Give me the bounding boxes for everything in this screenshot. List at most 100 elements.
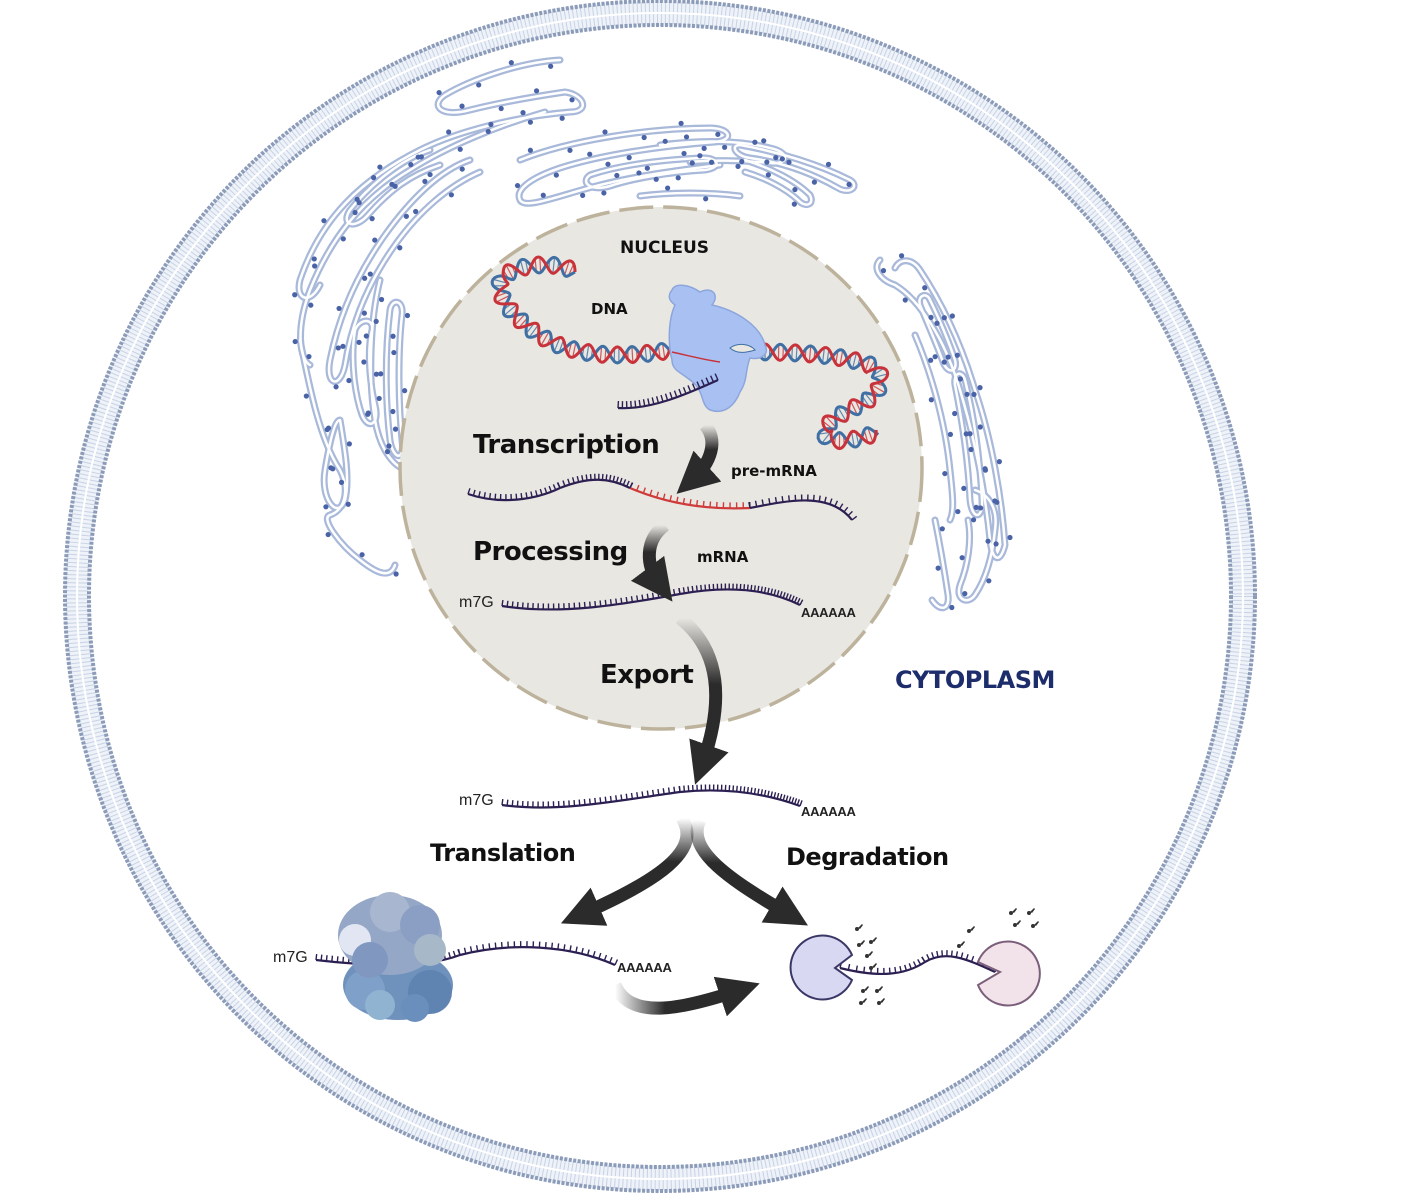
- er-ribosome-dot: [325, 425, 332, 431]
- er-ribosome-dot: [323, 504, 329, 510]
- er-ribosome-dot: [846, 181, 852, 188]
- er-ribosome-dot: [369, 216, 375, 222]
- nucleotide: [1016, 920, 1021, 925]
- er-ribosome-dot: [994, 499, 1000, 505]
- nascent-rna: [617, 373, 719, 410]
- er-ribosome-dot: [359, 552, 365, 558]
- er-ribosome-dot: [427, 171, 433, 178]
- er-ribosome-dot: [701, 145, 707, 151]
- er-ribosome-dot: [678, 120, 684, 126]
- er-ribosome-dot: [708, 159, 715, 165]
- processing-label: Processing: [473, 537, 628, 567]
- er-ribosome-dot: [345, 501, 351, 507]
- er-ribosome-dot: [963, 431, 969, 437]
- nucleotide: [1030, 908, 1035, 913]
- er-ribosome-dot: [372, 237, 378, 243]
- er-ribosome-dot: [993, 541, 999, 547]
- cyto-mrna-cap-label: m7G: [459, 792, 494, 809]
- er-ribosome-dot: [373, 371, 380, 377]
- er-ribosome-dot: [939, 526, 945, 532]
- er-ribosome-dot: [949, 604, 955, 611]
- er-ribosome-dot: [644, 165, 650, 171]
- er-ribosome-dot: [559, 115, 565, 121]
- nucleotide: [877, 1001, 881, 1005]
- er-ribosome-dot: [476, 82, 482, 88]
- er-ribosome-dot: [697, 153, 703, 159]
- er-ribosome-dot: [389, 181, 395, 187]
- nuclear-mrna-polya-label: AAAAAA: [801, 605, 856, 620]
- cytoplasm-label: CYTOPLASM: [895, 666, 1055, 694]
- er-ribosome-dot: [390, 333, 396, 339]
- er-ribosome-dot: [404, 312, 411, 319]
- er-ribosome-dot: [361, 359, 367, 365]
- er-ribosome-dot: [352, 209, 358, 216]
- er-ribosome-dot: [459, 103, 465, 109]
- er-ribosome-dot: [567, 147, 573, 153]
- er-ribosome-dot: [527, 147, 534, 153]
- er-ribosome-dot: [422, 178, 428, 184]
- er-ribosome-dot: [967, 431, 973, 437]
- dna-strand-blue: [490, 255, 888, 449]
- er-ribosome-dot: [959, 555, 965, 561]
- er-ribosome-dot: [508, 60, 514, 66]
- er-ribosome-dot: [356, 200, 362, 206]
- er-ribosome-dot: [370, 175, 377, 181]
- er-ribosome-dot: [403, 213, 409, 219]
- process-arrows: [560, 420, 808, 1017]
- er-ribosome-dot: [922, 285, 928, 291]
- er-ribosome-dot: [393, 571, 399, 577]
- decay-arrow: [609, 976, 760, 1017]
- er-ribosome-dot: [952, 410, 958, 417]
- er-ribosome-dot: [636, 170, 642, 176]
- er-ribosome-dot: [681, 150, 687, 157]
- er-ribosome-dot: [715, 131, 721, 137]
- exonuclease-left: [789, 934, 854, 1001]
- er-ribosome-dot: [786, 159, 792, 165]
- mrna-label: mRNA: [697, 548, 749, 566]
- er-ribosome-dots: [292, 60, 1013, 611]
- nucleotide: [869, 940, 873, 944]
- er-ribosome-dot: [580, 192, 586, 198]
- er-ribosome-dot: [520, 110, 526, 116]
- er-ribosome-dot: [703, 196, 709, 202]
- dna-helix: [490, 255, 890, 451]
- er-ribosome-dot: [971, 391, 977, 398]
- er-ribosome-dot: [752, 139, 758, 145]
- er-ribosome-dot: [947, 431, 954, 438]
- er-ribosome-dot: [340, 343, 346, 349]
- er-ribosome-dot: [970, 517, 977, 523]
- er-ribosome-dot: [311, 256, 317, 262]
- er-ribosome-dot: [962, 591, 968, 597]
- cell-membrane: [63, 0, 1257, 1193]
- nucleotide: [859, 1001, 863, 1005]
- er-ribosome-dot: [335, 345, 341, 351]
- nucleotide: [872, 963, 877, 968]
- nucleotide: [970, 926, 975, 931]
- transcription-arrow: [676, 420, 722, 494]
- er-ribosome-dot: [459, 166, 465, 172]
- er-ribosome-dot: [384, 449, 391, 455]
- er-ribosome-dot: [957, 376, 963, 382]
- er-ribosome-dot: [540, 192, 546, 198]
- nucleotide: [858, 924, 863, 929]
- er-ribosome-dot: [653, 176, 659, 182]
- er-ribosome-dot: [779, 156, 785, 162]
- er-ribosome-dot: [683, 134, 690, 140]
- degradation-arrow: [690, 817, 808, 926]
- er-ribosome-dot: [548, 63, 554, 69]
- nucleotide: [878, 986, 883, 991]
- cyto-mrna-polya-label: AAAAAA: [801, 804, 856, 819]
- nucleotide: [864, 986, 869, 991]
- er-ribosome-dot: [292, 292, 298, 298]
- er-ribosome-dot: [977, 505, 984, 511]
- export-label: Export: [600, 660, 694, 690]
- er-ribosome-dot: [306, 353, 312, 360]
- er-ribosome-dot: [553, 172, 559, 178]
- er-ribosome-dot: [336, 305, 342, 312]
- pre-mrna-label: pre-mRNA: [731, 462, 817, 480]
- er-ribosome-dot: [363, 333, 369, 339]
- er-ribosome-dot: [602, 129, 608, 135]
- er-ribosome-dot: [902, 297, 908, 303]
- er-ribosome-dot: [328, 465, 334, 471]
